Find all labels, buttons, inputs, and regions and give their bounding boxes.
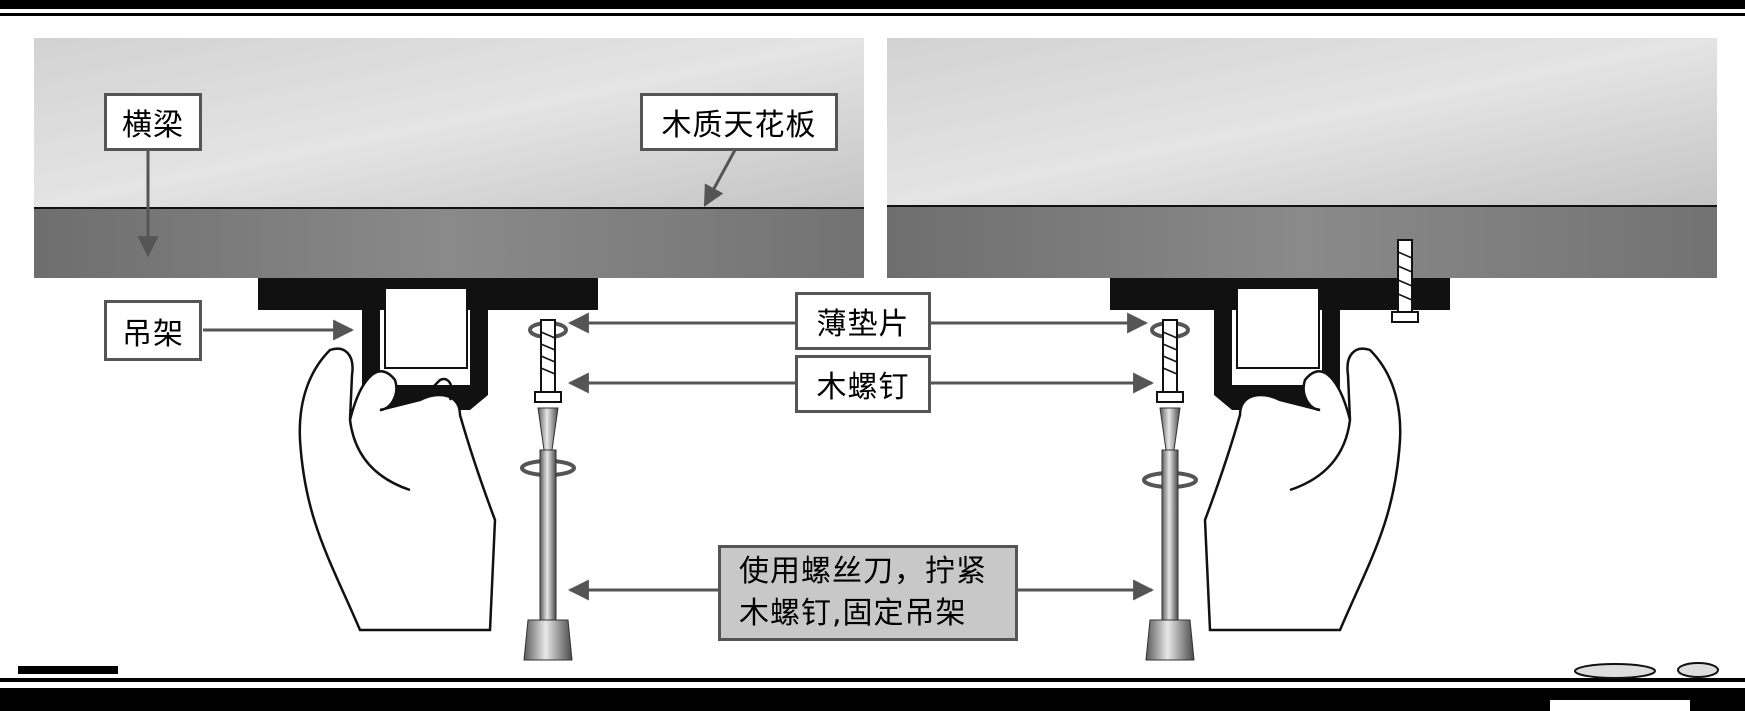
left-screwdriver (520, 407, 576, 661)
label-wood-ceiling: 木质天花板 (640, 93, 838, 151)
label-wood-screw: 木螺钉 (795, 355, 931, 413)
left-beam (34, 208, 864, 278)
right-hand-illustration (1203, 347, 1402, 632)
top-border-thick (0, 0, 1745, 9)
leader-arrows (137, 149, 1155, 601)
instruction-line-2: 木螺钉,固定吊架 (739, 596, 967, 631)
arrow-wood-ceiling (703, 149, 737, 207)
instruction-line-1: 使用螺丝刀，拧紧 (739, 554, 987, 589)
bottom-right-notch (1550, 700, 1690, 711)
bottom-short-bar (18, 666, 118, 674)
label-hanger: 吊架 (104, 300, 202, 361)
right-screw (1150, 319, 1190, 403)
left-screw (528, 319, 568, 403)
bottom-border-thick (0, 688, 1745, 711)
right-screwdriver (1142, 407, 1198, 661)
left-hand-illustration (298, 347, 497, 632)
label-beam: 横梁 (104, 93, 202, 151)
right-fixed-screw (1391, 239, 1419, 323)
top-border-thin (0, 13, 1745, 16)
bottom-border-thin (0, 678, 1745, 682)
right-beam (887, 206, 1717, 278)
right-ceiling (887, 38, 1717, 206)
decorative-tool-icon (1574, 662, 1719, 679)
label-thin-washer: 薄垫片 (795, 292, 931, 350)
label-instruction: 使用螺丝刀，拧紧 木螺钉,固定吊架 (718, 545, 1018, 641)
right-panel (887, 38, 1717, 661)
